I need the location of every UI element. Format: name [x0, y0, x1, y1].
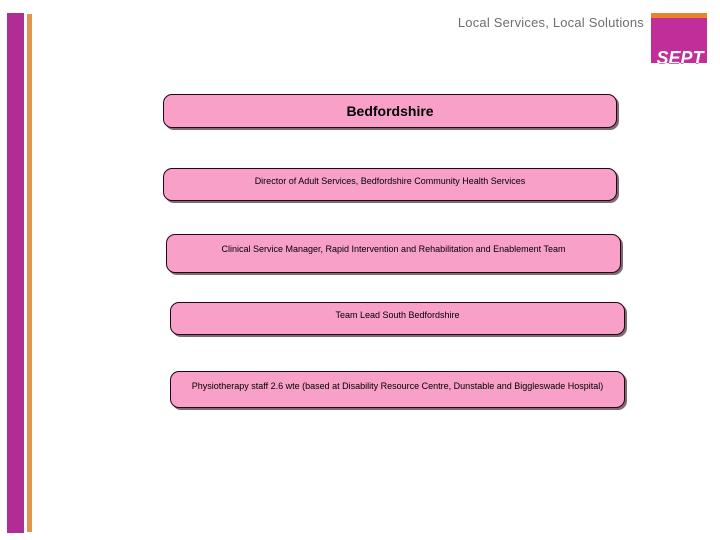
left-accent-bar-orange: [27, 14, 32, 532]
org-box-director-of-adult-services: Director of Adult Services, Bedfordshire…: [163, 168, 617, 201]
org-box-team-lead-south-bedfordshire: Team Lead South Bedfordshire: [170, 302, 625, 335]
left-accent-bar-magenta: [7, 13, 24, 533]
header-tagline: Local Services, Local Solutions: [457, 15, 644, 30]
org-box-physiotherapy-staff: Physiotherapy staff 2.6 wte (based at Di…: [170, 371, 625, 408]
org-box-label: Bedfordshire: [346, 103, 434, 119]
org-box-bedfordshire: Bedfordshire: [163, 94, 617, 128]
org-box-clinical-service-manager: Clinical Service Manager, Rapid Interven…: [166, 234, 621, 273]
sept-logo-text-overflow: SEPT: [648, 63, 712, 67]
sept-logo-square: [651, 13, 707, 63]
sept-logo-orange-strip: [651, 13, 707, 18]
sept-logo: SEPT SEPT: [651, 13, 707, 67]
org-box-label: Team Lead South Bedfordshire: [335, 310, 460, 320]
sept-logo-text: SEPT: [656, 48, 704, 68]
org-box-label: Director of Adult Services, Bedfordshire…: [254, 176, 526, 186]
org-box-label: Physiotherapy staff 2.6 wte (based at Di…: [191, 381, 604, 391]
org-box-label: Clinical Service Manager, Rapid Interven…: [221, 244, 566, 254]
